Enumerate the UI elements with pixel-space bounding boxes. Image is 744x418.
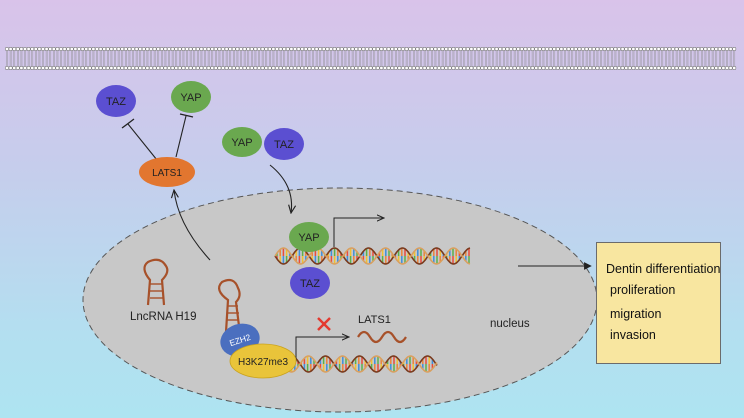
outcome-item: migration [610,307,662,321]
yap-cytoplasm-mid [222,127,262,157]
taz-nuclear [290,267,330,299]
lncrna-label: LncRNA H19 [130,311,196,323]
lats1-kinase [139,157,195,187]
yap-mid-label: YAP [231,137,252,149]
dna-helix-upper [274,247,471,265]
h3k27me3-label: H3K27me3 [238,357,288,368]
outcome-title: Dentin differentiation [606,262,721,276]
lncrna-h19-stem-lines [150,283,163,299]
yap-top-label: YAP [180,92,201,104]
lats1-inhibits-yap [175,113,194,158]
yap-taz-nuclear-entry-arrow [269,164,292,213]
taz-cytoplasm-mid [264,128,304,160]
taz-nuc-label: TAZ [300,278,320,290]
outcome-item: invasion [610,328,656,342]
lats1-mrna [357,330,407,344]
yap-nuclear [289,222,329,252]
nucleus-envelope [82,187,598,413]
taz-cytoplasm-top [96,85,136,117]
lncrna-h19-hairpin [143,258,169,306]
nucleus-label: nucleus [490,318,530,330]
taz-top-label: TAZ [106,96,126,108]
h3k27me3-mark [229,343,297,379]
outcome-box: Dentin differentiation proliferation mig… [596,242,721,364]
lncrna-h19-bound [218,278,242,335]
yap-nuc-label: YAP [298,232,319,244]
transcription-arrow-upper [333,218,384,247]
transcription-arrow-lower [295,337,349,362]
yap-cytoplasm-top [171,81,211,113]
nucleus-to-lats1-arrow [174,190,211,261]
lats1-gene-label: LATS1 [358,314,391,326]
lats1-label: LATS1 [152,168,182,179]
outcome-item: proliferation [610,283,676,297]
lats1-inhibits-taz [121,118,158,161]
taz-mid-label: TAZ [274,139,294,151]
lncrna-h19-bound-stem-lines [227,305,239,321]
cell-membrane [5,46,737,71]
blocked-transcription-icon [317,317,331,331]
